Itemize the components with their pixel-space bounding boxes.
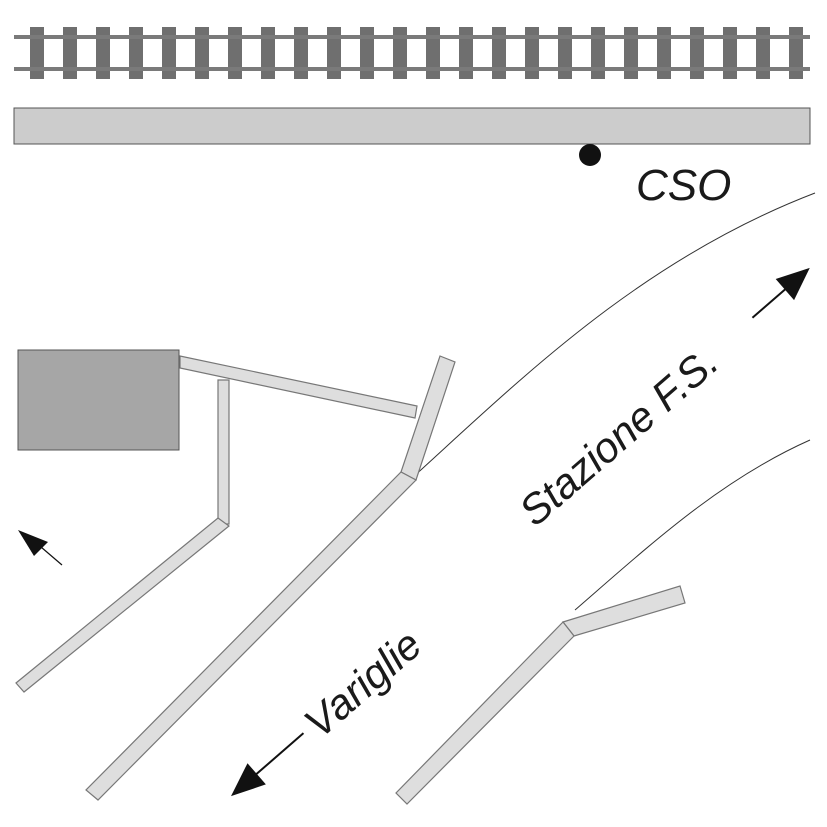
stazione-label: Stazione F.S. (510, 337, 727, 534)
railway-tie (690, 27, 704, 79)
pipe-building-east (179, 355, 418, 419)
pipe-southwest (15, 517, 230, 693)
arrow-head-icon (231, 763, 266, 797)
railway-tie (294, 27, 308, 79)
railway-tie (558, 27, 572, 79)
cso-label: CSO (636, 161, 731, 210)
building (17, 349, 180, 451)
pipe-vertical (217, 379, 230, 525)
railway-tie (723, 27, 737, 79)
cso-marker (579, 144, 601, 166)
railway-tie (129, 27, 143, 79)
railway-tie (492, 27, 506, 79)
pipe-main-lower (85, 471, 417, 801)
railway-tie (195, 27, 209, 79)
variglie-group: Variglie (231, 620, 430, 797)
arrow-head-icon (775, 267, 810, 301)
railway-track (14, 27, 810, 79)
pipe-main-upper (400, 355, 456, 481)
railway-ties (30, 27, 803, 79)
railway-tie (624, 27, 638, 79)
road-edge-lower (574, 439, 811, 611)
platform (13, 107, 811, 145)
pipe-right-lower (395, 621, 575, 805)
railway-tie (789, 27, 803, 79)
railway-tie (360, 27, 374, 79)
pipe-right-upper (561, 585, 686, 637)
railway-tie (657, 27, 671, 79)
railway-tie (96, 27, 110, 79)
variglie-label: Variglie (295, 620, 430, 746)
pipe-network (15, 355, 686, 805)
railway-tie (63, 27, 77, 79)
railway-tie (228, 27, 242, 79)
railway-tie (393, 27, 407, 79)
railway-tie (261, 27, 275, 79)
railway-tie (162, 27, 176, 79)
road-edge-upper (411, 192, 816, 479)
railway-tie (327, 27, 341, 79)
railway-tie (30, 27, 44, 79)
stazione-group: Stazione F.S. (510, 267, 810, 535)
rail-bottom (14, 67, 810, 71)
railway-tie (459, 27, 473, 79)
railway-tie (756, 27, 770, 79)
arrow-northwest (18, 530, 63, 566)
railway-tie (525, 27, 539, 79)
arrow-head-icon (18, 530, 48, 556)
railway-tie (591, 27, 605, 79)
railway-tie (426, 27, 440, 79)
rail-top (14, 35, 810, 39)
